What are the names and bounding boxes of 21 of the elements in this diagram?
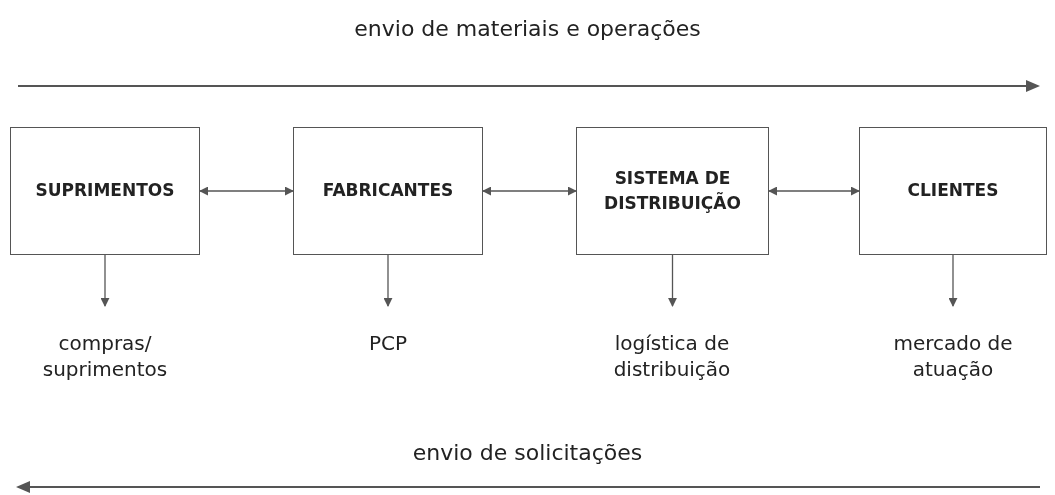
box-title: FABRICANTES xyxy=(321,179,455,203)
function-label: compras/ suprimentos xyxy=(41,330,169,383)
arrow xyxy=(199,186,294,196)
box-title: SUPRIMENTOS xyxy=(34,179,176,203)
flow-label: envio de materiais e operações xyxy=(353,16,702,41)
function-label: PCP xyxy=(368,330,408,357)
arrow xyxy=(668,254,677,307)
arrow xyxy=(383,254,393,307)
arrow xyxy=(768,186,860,196)
function-label: logística de distribuição xyxy=(612,330,732,383)
function-label: mercado de atuação xyxy=(892,330,1014,383)
arrow xyxy=(100,254,110,307)
arrow xyxy=(948,254,958,307)
box-title: CLIENTES xyxy=(906,179,1000,203)
process-box xyxy=(859,127,1047,255)
process-box xyxy=(10,127,200,255)
flow-label: envio de solicitações xyxy=(411,440,644,465)
process-box xyxy=(576,127,769,255)
process-box xyxy=(293,127,483,255)
arrow xyxy=(482,186,577,196)
box-title: SISTEMA DE DISTRIBUIÇÃO xyxy=(603,166,742,215)
